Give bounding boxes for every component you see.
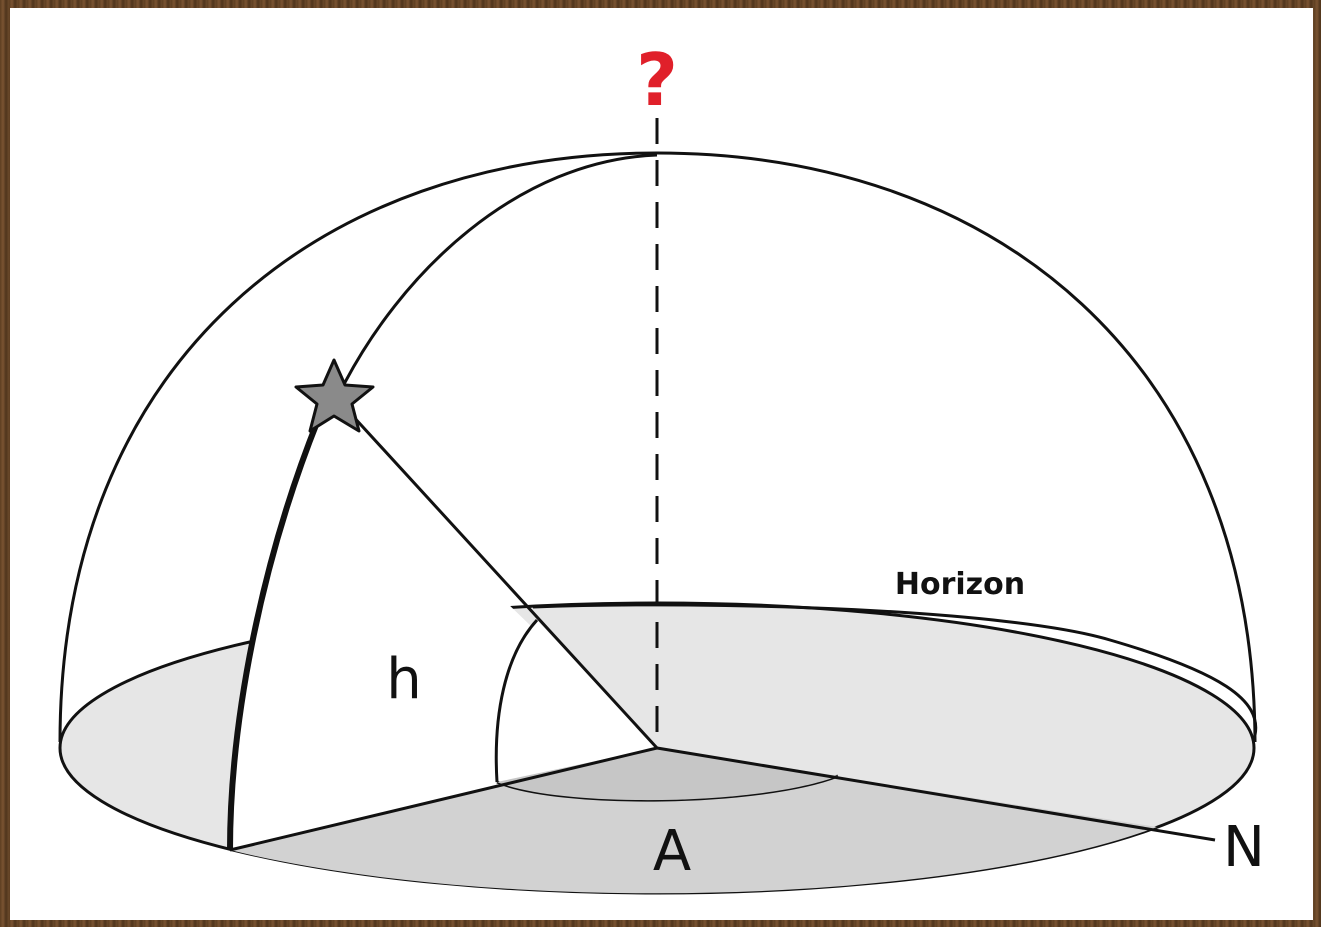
celestial-sphere-diagram: ? Horizon h A N [58,38,1265,895]
altitude-label: h [386,647,422,712]
diagram-canvas: ? Horizon h A N [10,8,1313,920]
star-direction-line [338,400,659,750]
horizon-inner-ring [532,603,1258,736]
north-label: N [1223,815,1265,880]
question-mark-label: ? [636,38,678,122]
altitude-arc [494,618,539,783]
horizon-label: Horizon [895,567,1025,602]
north-line [656,746,1216,842]
azimuth-label: A [653,819,691,884]
azimuth-sector [230,748,1157,894]
azimuth-inner-sector [497,748,838,801]
vertical-circle-upper [336,153,658,397]
star-icon [294,358,375,433]
altitude-wedge [496,620,657,782]
celestial-dome [58,151,1257,743]
vertical-circle-lower [227,418,321,851]
azimuth-line-west [229,746,658,852]
